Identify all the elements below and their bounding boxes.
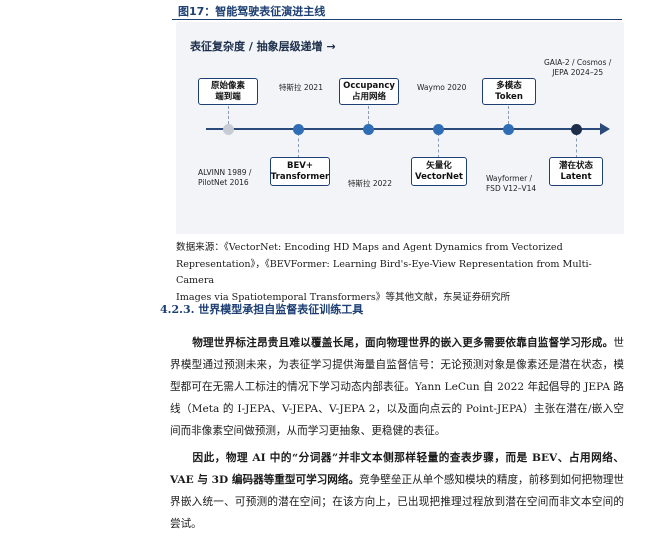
box-raw-pixel-line1: 原始像素 <box>210 80 245 91</box>
timeline-dot-5 <box>503 124 514 135</box>
label-wayformer-line2: FSD V12–V14 <box>486 183 537 193</box>
box-multimodal-line2: Token <box>495 91 523 102</box>
box-vectornet-line2: VectorNet <box>415 171 463 182</box>
label-wayformer-line1: Wayformer / <box>486 174 533 183</box>
box-bev-line2: Transformer <box>270 171 330 182</box>
timeline-axis <box>206 128 602 130</box>
paragraph-2: 因此，物理 AI 中的“分词器”并非文本侧那样轻量的查表步骤，而是 BEV、占用… <box>170 447 624 535</box>
timeline-dot-2 <box>293 124 304 135</box>
label-tesla-2021: 特斯拉 2021 <box>279 83 323 92</box>
label-gaia-line1: GAIA-2 / Cosmos / <box>544 58 612 67</box>
figure-title: 图17：智能驾驶表征演进主线 <box>178 5 326 18</box>
source-line-2: Representation》，《BEVFormer: Learning Bir… <box>176 258 592 287</box>
label-alvinn-line1: ALVINN 1989 / <box>198 168 252 177</box>
stem-bev <box>298 133 299 158</box>
box-occupancy: Occupancy 占用网络 <box>339 78 399 105</box>
box-multimodal: 多模态 Token <box>482 78 536 105</box>
paragraph-2-body: 竞争壁垒正从单个感知模块的精度，前移到如何把物理世界嵌入统一、可预测的潜在空间；… <box>170 474 625 530</box>
label-gaia-line2: JEPA 2024–25 <box>552 67 604 77</box>
paragraph-2-lead: 因此，物理 AI 中的“分词器”并非文本侧那样轻量的查表步骤，而是 BEV、占用… <box>170 452 624 486</box>
stem-raw-pixel <box>228 101 229 124</box>
box-latent-line1: 潜在状态 <box>558 160 593 171</box>
figure-source: 数据来源：《VectorNet: Encoding HD Maps and Ag… <box>176 240 626 306</box>
timeline-dot-6 <box>571 124 582 135</box>
box-raw-pixel: 原始像素 端到端 <box>198 78 258 105</box>
box-bev: BEV+ Transformer <box>270 157 330 186</box>
section-title: 4.2.3. 世界模型承担自监督表征训练工具 <box>160 303 364 316</box>
label-alvinn: ALVINN 1989 / PilotNet 2016 <box>198 168 251 187</box>
box-bev-line1: BEV+ <box>287 160 313 171</box>
timeline-dot-3 <box>363 124 374 135</box>
timeline-dot-4 <box>433 124 444 135</box>
label-waymo-2020: Waymo 2020 <box>417 83 467 92</box>
source-line-1: 数据来源：《VectorNet: Encoding HD Maps and Ag… <box>176 242 563 253</box>
figure-panel: 表征复杂度 / 抽象层级递增 → 原始像素 端到端 Occupancy 占用网络… <box>176 22 624 234</box>
box-latent: 潜在状态 Latent <box>549 157 603 186</box>
paragraph-1: 物理世界标注昂贵且难以覆盖长尾，面向物理世界的嵌入更多需要依靠自监督学习形成。世… <box>170 332 624 442</box>
stem-occupancy <box>368 101 369 124</box>
stem-latent <box>576 133 577 158</box>
box-vectornet-line1: 矢量化 <box>426 160 452 171</box>
label-alvinn-line2: PilotNet 2016 <box>198 177 249 187</box>
paragraph-1-lead: 物理世界标注昂贵且难以覆盖长尾，面向物理世界的嵌入更多需要依靠自监督学习形成。 <box>192 337 614 349</box>
label-tesla-2022: 特斯拉 2022 <box>348 179 392 188</box>
box-vectornet: 矢量化 VectorNet <box>411 157 467 186</box>
source-line-3: Images via Spatiotemporal Transformers》等… <box>176 291 511 303</box>
stem-vectornet <box>438 133 439 158</box>
label-wayformer: Wayformer / FSD V12–V14 <box>486 174 536 193</box>
box-raw-pixel-line2: 端到端 <box>215 91 241 102</box>
box-occupancy-line1: Occupancy <box>343 80 395 91</box>
stem-multimodal <box>508 101 509 124</box>
box-occupancy-line2: 占用网络 <box>351 91 386 102</box>
panel-heading: 表征复杂度 / 抽象层级递增 → <box>190 40 336 53</box>
label-gaia: GAIA-2 / Cosmos / JEPA 2024–25 <box>544 58 611 77</box>
box-multimodal-line1: 多模态 <box>496 80 522 91</box>
timeline-arrow-icon <box>600 123 610 135</box>
timeline-dot-1 <box>223 124 234 135</box>
box-latent-line2: Latent <box>560 171 592 182</box>
figure-title-rule <box>172 19 622 20</box>
paragraph-1-body: 世界模型通过预测未来，为表征学习提供海量自监督信号：无论预测对象是像素还是潜在状… <box>170 337 624 437</box>
